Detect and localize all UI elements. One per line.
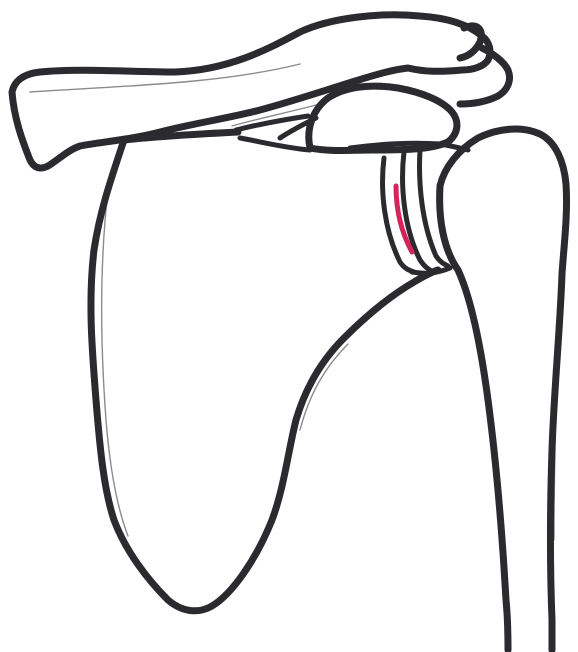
coracoid-neck-lower: [240, 138, 310, 150]
coracoid-outline: [309, 86, 457, 150]
humeral-head-outline: [440, 129, 567, 274]
humerus-shaft-medial: [440, 186, 508, 650]
humerus-shaft-lateral: [551, 274, 563, 650]
humerus: [440, 129, 567, 650]
